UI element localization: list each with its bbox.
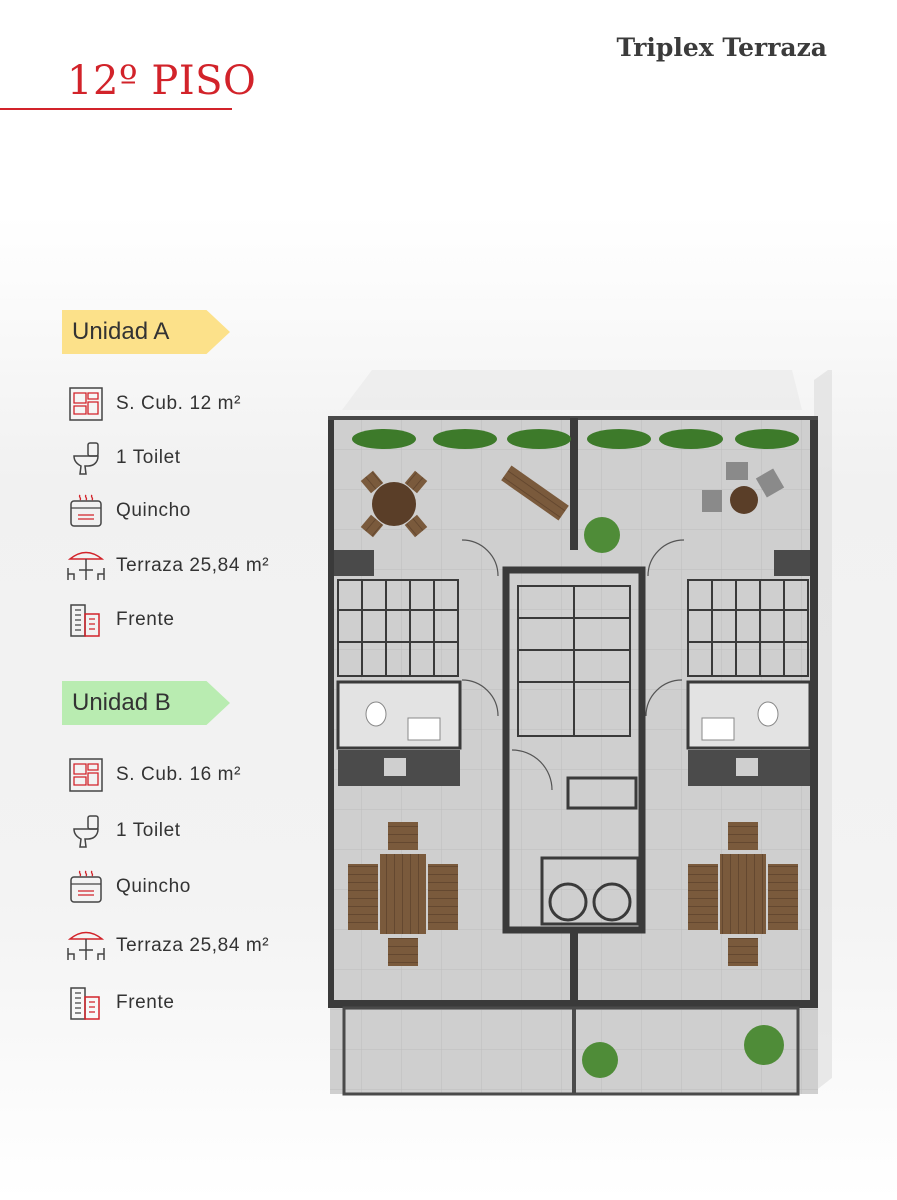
grill-icon	[70, 870, 102, 903]
plan-dining	[348, 822, 798, 966]
feature-label: S. Cub. 16 m²	[116, 764, 242, 785]
unit-a-tag: Unidad A	[62, 310, 230, 354]
plan-walls	[328, 416, 818, 1008]
feature-label: Quincho	[116, 500, 191, 521]
terrace-umbrella-icon	[67, 551, 105, 580]
feature-label: Frente	[116, 992, 175, 1013]
unit-b-tag: Unidad B	[62, 681, 230, 725]
floorplan-icon	[69, 758, 103, 792]
feature-label: Quincho	[116, 876, 191, 897]
unit-b-terrace: Terraza 25,84 m²	[66, 926, 306, 966]
page-subtitle: Triplex Terraza	[616, 33, 827, 62]
building-front-icon	[70, 987, 100, 1020]
unit-b-area: S. Cub. 16 m²	[66, 755, 306, 795]
plan-balcony	[342, 1006, 800, 1096]
floorplan-icon	[69, 387, 103, 421]
toilet-icon	[73, 815, 99, 848]
title-underline	[0, 108, 232, 110]
plan-bathrooms	[336, 680, 812, 786]
toilet-icon	[73, 442, 99, 475]
unit-a-area: S. Cub. 12 m²	[66, 384, 306, 424]
terrace-umbrella-icon	[67, 931, 105, 960]
plan-plants	[352, 429, 799, 1078]
floor-plan	[328, 370, 832, 1096]
unit-a-front: Frente	[66, 600, 306, 640]
feature-label: S. Cub. 12 m²	[116, 393, 242, 414]
unit-a-grill: Quincho	[66, 491, 306, 531]
page-title: 12º PISO	[67, 58, 257, 104]
plan-furniture	[360, 462, 785, 538]
unit-b-grill: Quincho	[66, 867, 306, 907]
grill-icon	[70, 494, 102, 527]
plan-stairs	[337, 579, 809, 737]
unit-b-front: Frente	[66, 983, 306, 1023]
feature-label: 1 Toilet	[116, 820, 181, 841]
feature-label: Frente	[116, 609, 175, 630]
unit-a-terrace: Terraza 25,84 m²	[66, 546, 306, 586]
unit-b-toilet: 1 Toilet	[66, 811, 306, 851]
unit-a-toilet: 1 Toilet	[66, 438, 306, 478]
feature-label: Terraza 25,84 m²	[116, 935, 270, 956]
plan-core	[540, 776, 640, 926]
building-front-icon	[70, 604, 100, 637]
plan-doors	[461, 539, 685, 791]
feature-label: 1 Toilet	[116, 447, 181, 468]
feature-label: Terraza 25,84 m²	[116, 555, 270, 576]
